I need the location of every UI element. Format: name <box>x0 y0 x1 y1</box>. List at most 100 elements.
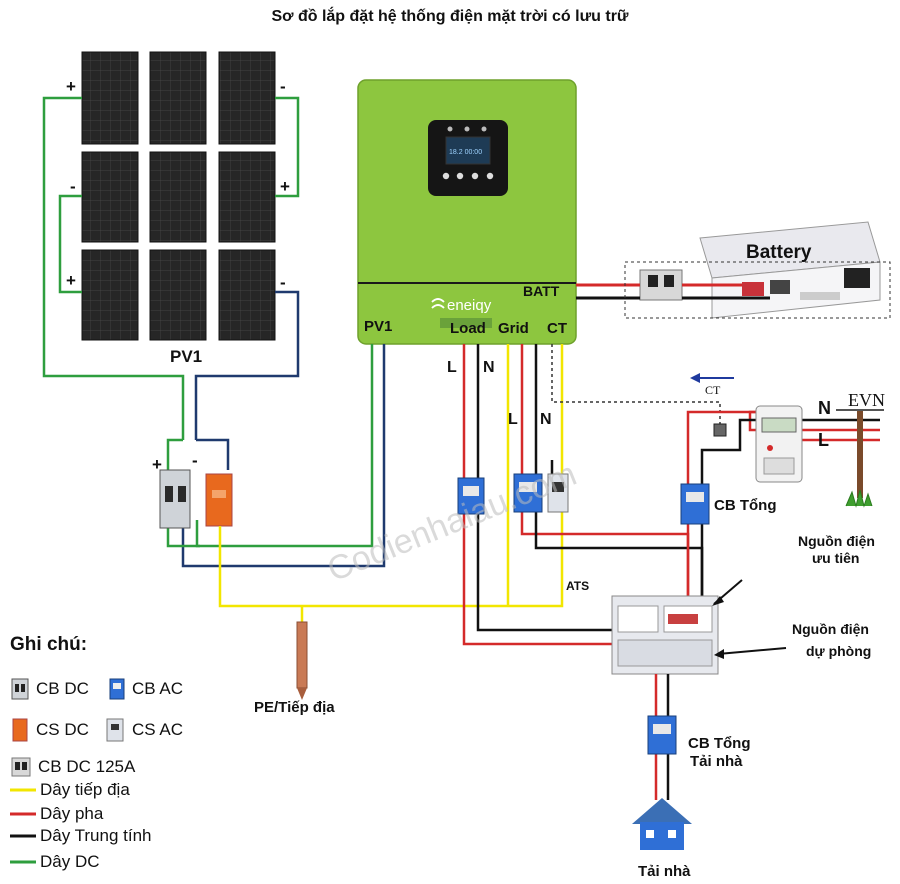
house-ac-breaker <box>647 715 677 755</box>
port-grid-label: Grid <box>498 320 529 337</box>
house-cb-label-2: Tải nhà <box>690 753 743 770</box>
panel-sign: - <box>280 273 286 292</box>
inverter-logo-icon <box>431 298 445 309</box>
load-n-label: N <box>483 359 495 376</box>
legend-title: Ghi chú: <box>10 634 88 655</box>
legend-item-neutral-wire: Dây Trung tính <box>10 826 152 846</box>
dc-breaker <box>159 469 191 529</box>
legend-label: Dây Trung tính <box>40 826 152 845</box>
dc-wire-swatch <box>10 860 36 864</box>
backup-source-pointer <box>717 647 787 655</box>
cs-dc-icon <box>12 718 28 742</box>
ct-label: CT <box>705 383 721 397</box>
load-wires <box>462 344 612 646</box>
port-pv1-label: PV1 <box>364 318 392 335</box>
main-cb-label: CB Tổng <box>714 497 776 514</box>
backup-source-label-1: Nguồn điện <box>792 621 869 637</box>
inverter-button <box>486 172 494 180</box>
battery <box>699 221 881 319</box>
panel-string-wires <box>42 96 300 440</box>
cb-dc-icon <box>11 678 29 700</box>
grid-n-label: N <box>540 411 552 428</box>
cs-ac-icon <box>106 718 124 742</box>
legend-label: CB DC 125A <box>38 757 136 776</box>
house-icon <box>632 798 692 850</box>
ct-clamp <box>713 423 727 437</box>
backup-source-label-2: dự phòng <box>806 643 871 659</box>
cb-dc-125a-icon <box>11 757 31 777</box>
battery-label: Battery <box>746 242 812 263</box>
legend-label: Dây DC <box>40 852 100 871</box>
house-wires <box>654 674 670 800</box>
load-ac-breaker <box>457 477 485 515</box>
legend-item-ground-wire: Dây tiếp địa <box>10 780 130 800</box>
ats-label: ATS <box>566 579 589 593</box>
legend-item-phase-wire: Dây pha <box>10 804 103 824</box>
ground-wire-swatch <box>10 788 36 792</box>
house-cb-label-1: CB Tổng <box>688 735 750 752</box>
neutral-wire-swatch <box>10 834 36 838</box>
inverter-lcd-screen <box>445 136 491 165</box>
grid-l-label: L <box>508 411 518 428</box>
legend-item-cs-ac: CS AC <box>104 718 183 742</box>
inverter-button <box>471 172 479 180</box>
port-load-label: Load <box>450 320 486 337</box>
pv-label: PV1 <box>170 347 202 366</box>
legend-label: Dây tiếp địa <box>40 780 130 799</box>
ct-signal-wire <box>551 344 721 426</box>
panel-sign: - <box>280 77 286 96</box>
panel-sign: - <box>70 177 76 196</box>
battery-switch <box>844 268 870 288</box>
ct-arrow-icon <box>690 373 734 383</box>
ac-surge-protector <box>547 473 569 513</box>
evn-label: EVN <box>848 390 885 410</box>
solar-panel-array <box>81 51 276 341</box>
pv-dc-wires <box>166 344 386 568</box>
panel-sign: + <box>66 271 76 290</box>
dc-surge-protector <box>205 473 233 527</box>
inverter-button <box>456 172 464 180</box>
utility-pole <box>836 409 884 508</box>
house-load-label: Tải nhà <box>638 863 691 880</box>
legend-label: CS AC <box>132 720 184 739</box>
main-ac-breaker <box>680 483 710 525</box>
solar-panel <box>81 51 276 341</box>
legend-item-dc-wire: Dây DC <box>10 852 100 872</box>
ats-switch <box>611 595 719 675</box>
cb-ac-icon <box>109 678 125 700</box>
ground-rod <box>296 621 308 700</box>
legend-item-cb-dc-125a: CB DC 125A <box>10 756 135 778</box>
priority-source-label-2: ưu tiên <box>812 550 859 566</box>
evn-n-label: N <box>818 398 831 418</box>
legend-label: Dây pha <box>40 804 104 823</box>
battery-terminal <box>770 280 790 294</box>
inverter-button <box>442 172 450 180</box>
priority-source-label-1: Nguồn điện <box>798 533 875 549</box>
legend-item-cb-ac: CB AC <box>108 678 183 700</box>
ground-label: PE/Tiếp địa <box>254 699 335 716</box>
panel-sign: + <box>280 177 290 196</box>
legend-item-cb-dc: CB DC <box>10 678 89 700</box>
legend-label: CS DC <box>36 720 89 739</box>
battery-terminal <box>742 282 764 296</box>
load-l-label: L <box>447 359 457 376</box>
grid-ac-breaker <box>513 473 543 513</box>
page-title: Sơ đồ lắp đặt hệ thống điện mặt trời có … <box>271 8 629 25</box>
battery-dc-breaker-125a <box>639 269 683 301</box>
legend-label: CB AC <box>132 679 184 698</box>
dc-breaker-plus: + <box>152 455 162 474</box>
phase-wire-swatch <box>10 812 36 816</box>
inverter-brand: eneiqy <box>447 297 492 314</box>
dc-breaker-minus: - <box>192 451 198 470</box>
port-batt-label: BATT <box>523 283 560 299</box>
legend-label: CB DC <box>36 679 89 698</box>
energy-meter <box>755 405 803 483</box>
evn-l-label: L <box>818 430 829 450</box>
port-ct-label: CT <box>547 320 567 337</box>
legend-item-cs-dc: CS DC <box>10 718 89 742</box>
inverter: 18.2 00:00 eneiqy <box>357 79 577 345</box>
watermark: Codienhaiau.com <box>322 455 582 589</box>
panel-sign: + <box>66 77 76 96</box>
svg-text:18.2 00:00: 18.2 00:00 <box>449 149 482 156</box>
